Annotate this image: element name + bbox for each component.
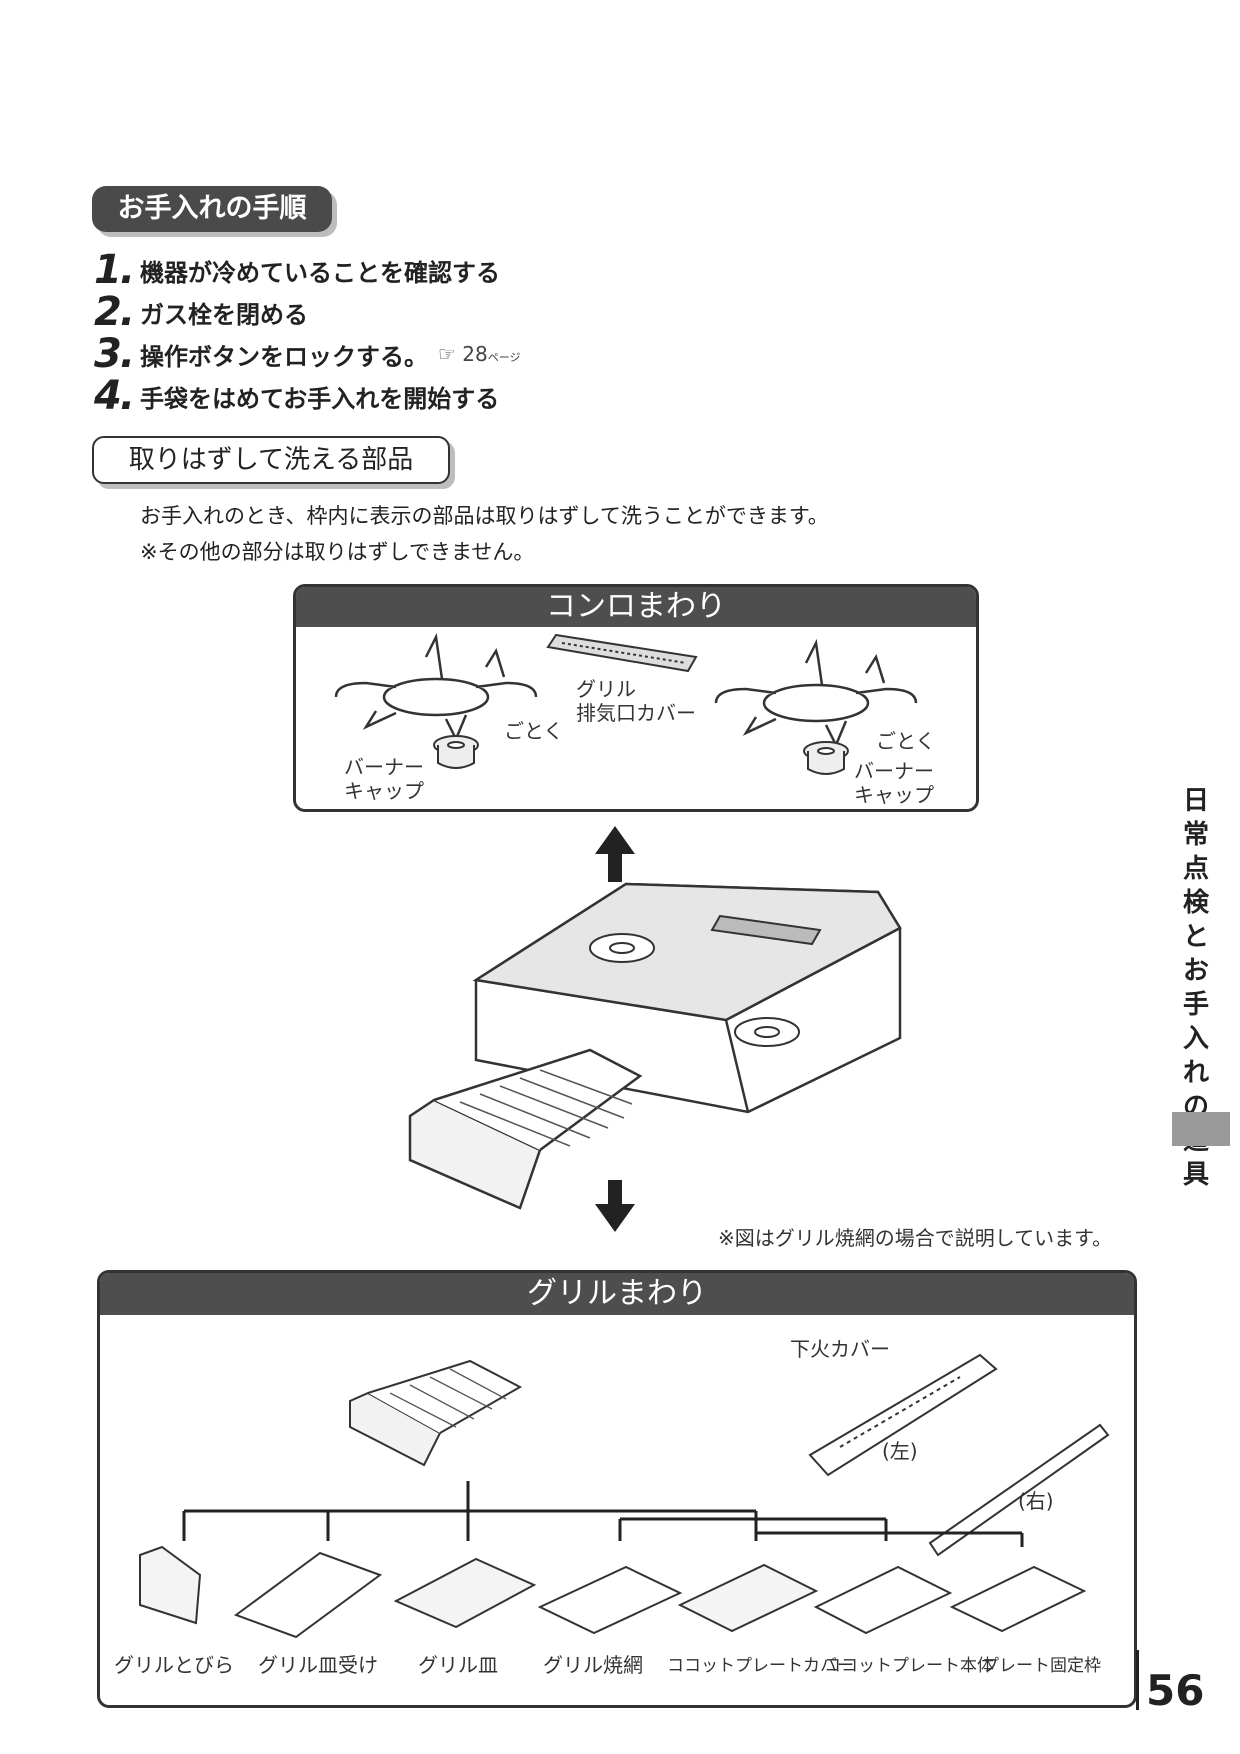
page-reference[interactable]: ☞ 28ページ <box>438 342 521 366</box>
part-label: グリル焼網 <box>543 1653 643 1677</box>
gotoku-icon <box>714 638 918 749</box>
stove-illustration <box>408 826 902 1232</box>
grill-door-icon <box>139 1545 202 1625</box>
arrow-down-icon <box>595 1180 635 1232</box>
step-number: 1. <box>94 247 135 293</box>
chapter-marker-bar <box>1172 1112 1230 1146</box>
cap-right-label-1: バーナー <box>854 759 934 783</box>
lower-cover-left-label: (左) <box>882 1439 918 1463</box>
lower-cover-label: 下火カバー <box>790 1337 890 1361</box>
part-label: グリル皿受け <box>258 1653 378 1677</box>
grill-tray-holder-icon <box>233 1551 383 1639</box>
step-1: 1. 機器が冷めていることを確認する <box>94 247 500 293</box>
illustration-note: ※図はグリル焼網の場合で説明しています。 <box>718 1226 1113 1250</box>
grill-parts-illustration <box>139 1353 1110 1639</box>
grill-net-icon <box>537 1565 683 1635</box>
part-label: ココットプレートカバー <box>667 1656 854 1676</box>
step-number: 4. <box>94 373 135 419</box>
pointing-hand-icon: ☞ <box>438 342 456 366</box>
step-number: 2. <box>94 289 135 335</box>
burner-cap-icon <box>433 735 479 769</box>
exhaust-cover-label-2: 排気口カバー <box>576 701 696 725</box>
burner-parts-illustration <box>334 632 918 775</box>
lower-cover-right-label: (右) <box>1018 1489 1054 1513</box>
burner-area-title: コンロまわり <box>296 587 976 627</box>
grill-drawer-icon <box>408 1048 643 1210</box>
page-ref-unit: ページ <box>487 351 521 364</box>
intro-note: ※その他の部分は取りはずしできません。 <box>140 540 535 564</box>
cocotte-cover-icon <box>677 1563 819 1633</box>
parts-tree-lines <box>182 1481 1024 1547</box>
step-text: ガス栓を閉める <box>140 300 308 329</box>
part-label: ココットプレート本体 <box>824 1656 994 1676</box>
exhaust-cover-label-1: グリル <box>576 677 636 701</box>
grill-assembly-icon <box>349 1359 523 1467</box>
exhaust-cover-icon <box>546 633 698 673</box>
burner-icon <box>589 933 800 1047</box>
cap-left-label-1: バーナー <box>344 755 424 779</box>
step-2: 2. ガス栓を閉める <box>94 289 308 335</box>
lower-cover-right-icon <box>928 1423 1110 1557</box>
procedure-title: お手入れの手順 <box>92 186 332 232</box>
page-number-rule <box>1136 1650 1139 1710</box>
burner-cap-icon <box>803 741 849 775</box>
step-number: 3. <box>94 331 135 377</box>
gotoku-right-label: ごとく <box>876 729 936 753</box>
plate-frame-icon <box>949 1565 1087 1633</box>
grill-area-frame: グリルまわり <box>97 1270 1137 1708</box>
intro-text: お手入れのとき、枠内に表示の部品は取りはずして洗うことができます。 <box>140 504 829 528</box>
cap-left-label-2: キャップ <box>344 779 424 803</box>
page-ref-number: 28 <box>462 342 488 366</box>
grill-tray-icon <box>393 1557 537 1629</box>
cap-right-label-2: キャップ <box>854 783 934 807</box>
step-3: 3. 操作ボタンをロックする。 ☞ 28ページ <box>94 331 521 377</box>
part-label: グリルとびら <box>114 1653 234 1677</box>
step-text: 機器が冷めていることを確認する <box>140 258 500 287</box>
step-4: 4. 手袋をはめてお手入れを開始する <box>94 373 500 419</box>
removable-title: 取りはずして洗える部品 <box>92 436 450 484</box>
burner-area-frame: コンロまわり <box>293 584 979 812</box>
step-text: 操作ボタンをロックする。 <box>140 342 428 371</box>
arrow-up-icon <box>595 826 635 882</box>
part-label: グリル皿 <box>418 1653 498 1677</box>
part-label: プレート固定枠 <box>982 1656 1101 1676</box>
gotoku-left-label: ごとく <box>504 719 564 743</box>
cocotte-body-icon <box>813 1565 953 1635</box>
step-text: 手袋をはめてお手入れを開始する <box>140 384 500 413</box>
lower-cover-left-icon <box>808 1353 998 1477</box>
grill-area-title: グリルまわり <box>100 1273 1134 1315</box>
page-number: 56 <box>1146 1666 1205 1715</box>
